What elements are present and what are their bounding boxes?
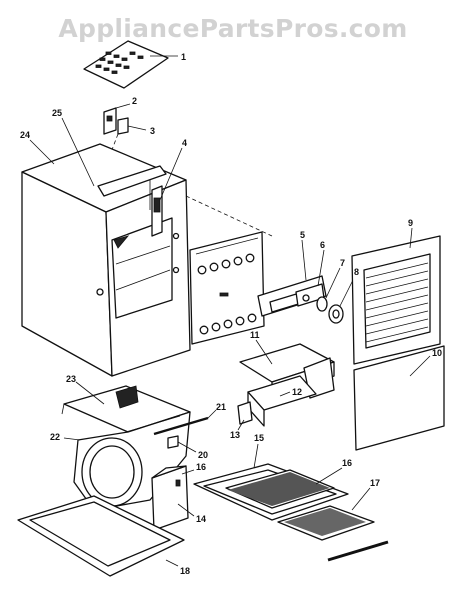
label-3: 3 bbox=[150, 126, 155, 136]
part-9-filter-grille bbox=[351, 227, 441, 365]
label-18: 18 bbox=[180, 566, 190, 576]
burner-front-panel bbox=[189, 231, 265, 345]
label-21: 21 bbox=[216, 402, 226, 412]
part-7-sight-glass bbox=[316, 267, 341, 312]
label-6: 6 bbox=[320, 240, 325, 250]
part-4-control-strip bbox=[151, 147, 273, 237]
part-21-rod bbox=[153, 409, 217, 436]
label-11: 11 bbox=[250, 330, 260, 340]
label-4: 4 bbox=[182, 138, 187, 148]
part-18-base-tray bbox=[17, 495, 185, 577]
label-10: 10 bbox=[432, 348, 442, 358]
label-12: 12 bbox=[292, 387, 302, 397]
watermark: AppliancePartsPros.com bbox=[58, 14, 408, 43]
part-1-vent-plate bbox=[83, 40, 178, 89]
part-13-clip bbox=[237, 401, 253, 431]
part-8-ring bbox=[328, 277, 355, 324]
label-14: 14 bbox=[196, 514, 206, 524]
part-16-filter-media bbox=[225, 467, 343, 509]
part-12-bracket bbox=[247, 375, 317, 427]
part-20-clip bbox=[167, 435, 197, 453]
label-24: 24 bbox=[20, 130, 30, 140]
label-23: 23 bbox=[66, 374, 76, 384]
label-20: 20 bbox=[198, 450, 208, 460]
label-25: 25 bbox=[52, 108, 62, 118]
label-5: 5 bbox=[300, 230, 305, 240]
label-2: 2 bbox=[132, 96, 137, 106]
part-5-sight-panel bbox=[257, 239, 327, 317]
label-15: 15 bbox=[254, 433, 264, 443]
label-9: 9 bbox=[408, 218, 413, 228]
label-1: 1 bbox=[181, 52, 186, 62]
bottom-rod bbox=[327, 540, 389, 562]
part-17-filter bbox=[277, 487, 375, 541]
label-16-lower: 16 bbox=[342, 458, 352, 468]
label-22: 22 bbox=[50, 432, 60, 442]
part-labels: 1 2 3 4 5 6 7 8 9 10 11 12 13 14 15 16 1… bbox=[20, 52, 442, 576]
part-3-clip bbox=[109, 117, 147, 156]
label-7: 7 bbox=[340, 258, 345, 268]
part-2-bracket bbox=[103, 103, 131, 135]
label-17: 17 bbox=[370, 478, 380, 488]
label-16-upper: 16 bbox=[196, 462, 206, 472]
part-14-panel bbox=[151, 465, 195, 531]
part-23-blower-mount bbox=[75, 381, 105, 405]
label-13: 13 bbox=[230, 430, 240, 440]
part-24-cabinet bbox=[21, 117, 191, 377]
label-8: 8 bbox=[354, 267, 359, 277]
part-10-lower-door bbox=[353, 345, 445, 451]
